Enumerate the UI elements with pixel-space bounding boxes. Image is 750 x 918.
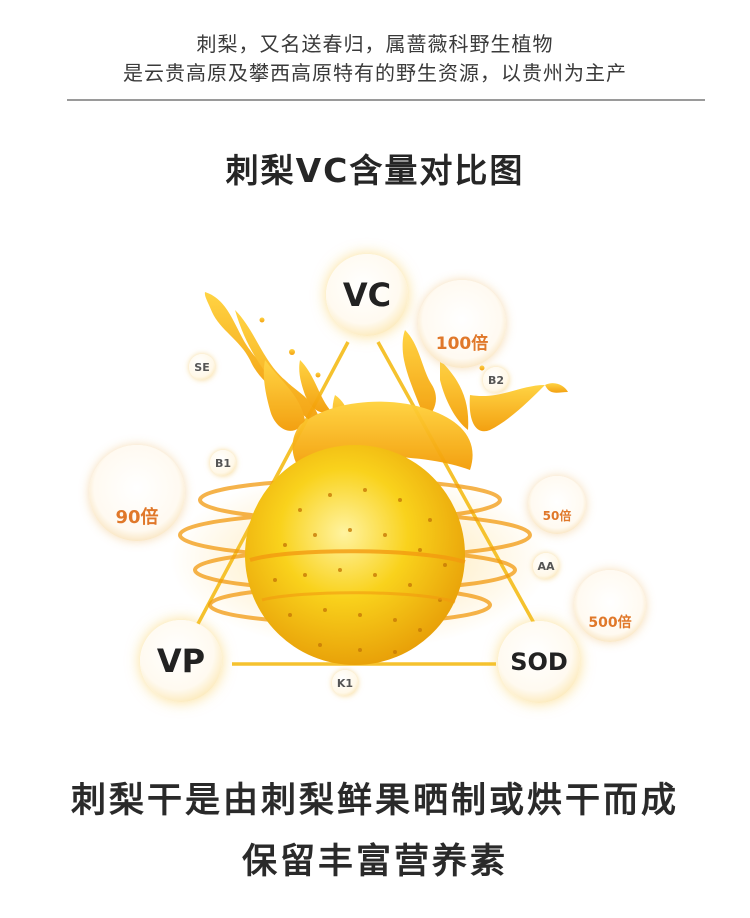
apple-multiplier: 500倍 [588,614,632,631]
b1-bubble: B1 [210,450,236,476]
slogan-line-2: 保留丰富营养素 [241,841,508,882]
b1-label: B1 [214,456,232,470]
aa-bubble: AA [533,553,559,579]
orange-multiplier: 50倍 [542,508,572,523]
intro-line-1: 刺梨，又名送春归，属蔷薇科野生植物 [196,32,554,56]
apple-bubble: 500倍 [574,570,646,642]
pineapple-multiplier: 90倍 [115,506,159,528]
aa-label: AA [537,559,555,573]
k1-label: K1 [336,676,354,690]
intro-line-2: 是云贵高原及攀西高原特有的野生资源，以贵州为主产 [123,61,627,85]
lemon-bubble: 100倍 [418,280,506,368]
sod-label: SOD [510,648,568,676]
vc-label: VC [342,276,392,314]
b2-label: B2 [487,373,505,387]
b2-bubble: B2 [483,367,509,393]
divider [67,99,705,101]
orange-bubble: 50倍 [528,476,586,534]
lemon-multiplier: 100倍 [435,334,489,355]
vp-label: VP [156,642,206,680]
juice-splash [204,292,568,470]
page-title: 刺梨VC含量对比图 [225,151,525,190]
pineapple-bubble: 90倍 [89,445,185,541]
rosa-roxburghii-fruit [245,445,466,665]
slogan-line-1: 刺梨干是由刺梨鲜果晒制或烘干而成 [70,780,679,821]
se-bubble: SE [189,354,215,380]
vc-bubble: VC [326,254,408,336]
vp-bubble: VP [140,620,222,702]
sod-bubble: SOD [498,621,580,703]
illustration: VC VP SOD SE B2 B1 AA K1 100倍 90倍 50倍 50… [0,240,750,720]
se-label: SE [194,360,210,374]
k1-bubble: K1 [332,670,358,696]
